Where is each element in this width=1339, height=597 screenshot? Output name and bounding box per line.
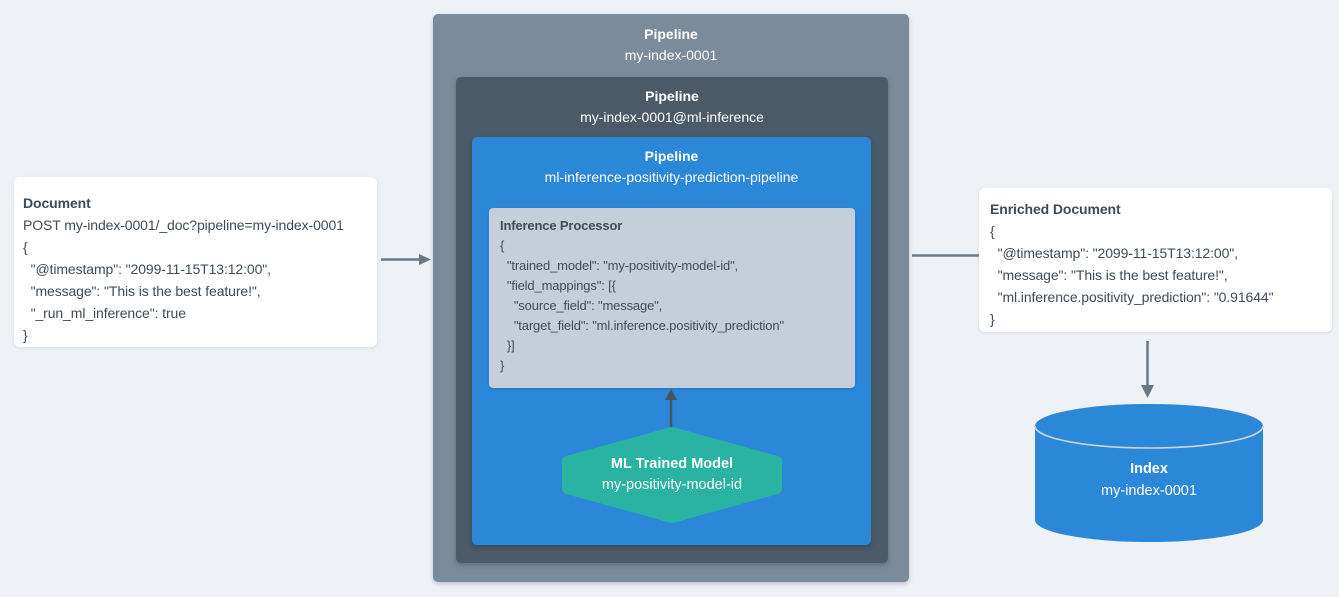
document-code-line: } [23,327,28,343]
arrow-document-to-pipeline-icon [381,254,431,265]
processor-code-line: "source_field": "message", [500,298,663,313]
index-name: my-index-0001 [1101,483,1197,499]
pipeline-mid-name: my-index-0001@ml-inference [580,109,764,125]
pipeline-ml-inference-box: Pipeline my-index-0001@ml-inference Pipe… [456,77,888,563]
enriched-document-card: Enriched Document { "@timestamp": "2099-… [979,188,1332,332]
processor-code-line: { [500,238,505,253]
pipeline-mid-label: Pipeline [645,88,699,104]
hexagon-shape-icon [562,427,782,523]
pipeline-inner-name: ml-inference-positivity-prediction-pipel… [544,169,799,185]
processor-code-line: }] [500,338,515,353]
document-card-title: Document [23,195,91,211]
pipeline-mid-header: Pipeline my-index-0001@ml-inference [456,77,888,128]
document-code-line: "@timestamp": "2099-11-15T13:12:00", [23,261,271,277]
cylinder-shape-icon [1034,404,1264,542]
arrow-model-to-processor-icon [665,389,677,427]
processor-code-line: } [500,358,505,373]
pipeline-inner-label: Pipeline [644,148,699,164]
arrow-enriched-to-index-icon [1141,341,1154,398]
pipeline-outer-box: Pipeline my-index-0001 Pipeline my-index… [433,14,909,582]
processor-code-line: "target_field": "ml.inference.positivity… [500,318,784,333]
document-code-line: { [23,239,28,255]
pipeline-outer-name: my-index-0001 [624,47,718,63]
inference-processor-title: Inference Processor [500,218,623,233]
pipeline-inner-box: Pipeline ml-inference-positivity-predict… [472,137,871,545]
index-text: Index my-index-0001 [1033,458,1265,502]
document-card: Document POST my-index-0001/_doc?pipelin… [14,177,377,347]
inference-processor-box: Inference Processor { "trained_model": "… [489,208,855,388]
document-code-line: "message": "This is the best feature!", [23,283,261,299]
ml-model-text: ML Trained Model my-positivity-model-id [562,427,782,523]
index-label: Index [1130,461,1168,477]
ml-trained-model-hexagon: ML Trained Model my-positivity-model-id [562,427,782,523]
pipeline-outer-label: Pipeline [644,26,698,42]
pipeline-outer-header: Pipeline my-index-0001 [433,14,909,66]
enriched-card-title: Enriched Document [990,201,1121,217]
ml-model-label: ML Trained Model [610,456,734,472]
document-code-line: "_run_ml_inference": true [23,305,186,321]
enriched-code-line: "message": "This is the best feature!", [990,267,1228,283]
document-code-line: POST my-index-0001/_doc?pipeline=my-inde… [23,217,344,233]
index-cylinder: Index my-index-0001 [1033,400,1265,546]
enriched-code-line: "ml.inference.positivity_prediction": "0… [990,289,1274,305]
ml-model-name: my-positivity-model-id [601,477,743,493]
processor-code-line: "field_mappings": [{ [500,278,616,293]
enriched-code-line: "@timestamp": "2099-11-15T13:12:00", [990,245,1238,261]
pipeline-inner-header: Pipeline ml-inference-positivity-predict… [472,137,871,188]
enriched-code-line: { [990,223,995,239]
enriched-code-line: } [990,311,995,327]
processor-code-line: "trained_model": "my-positivity-model-id… [500,258,738,273]
